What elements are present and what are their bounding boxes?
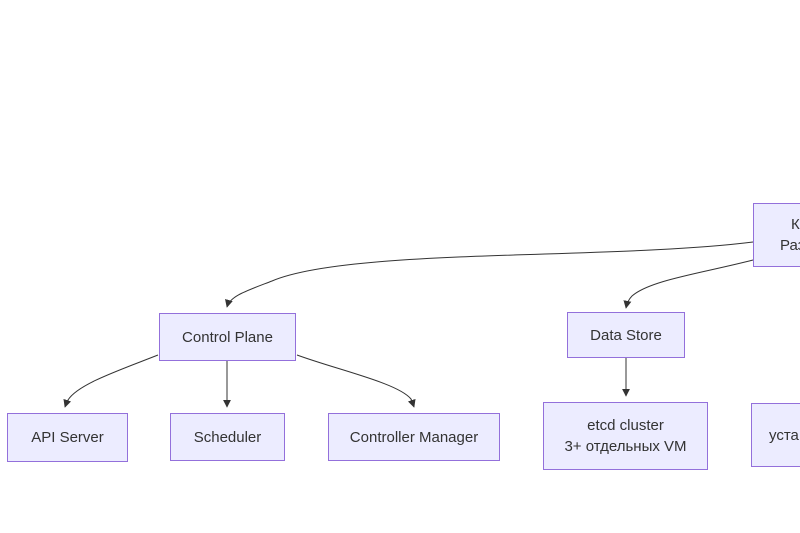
edge-root-to-control-plane — [225, 241, 754, 308]
edge-control-plane-to-api-server — [63, 354, 159, 408]
node-label: Control Plane — [182, 328, 273, 346]
node-label-line: 3+ отдельных VM — [564, 438, 687, 455]
node-label-line: etcd cluster — [587, 417, 664, 434]
node-etcd-cluster: etcd cluster 3+ отдельных VM — [543, 402, 708, 470]
node-label-line: Раз — [780, 237, 800, 254]
node-controller-manager: Controller Manager — [328, 413, 500, 461]
node-label-line: уста — [769, 426, 799, 444]
node-api-server: API Server — [7, 413, 128, 462]
node-right-clipped: уста — [751, 403, 800, 467]
node-scheduler: Scheduler — [170, 413, 285, 461]
node-data-store: Data Store — [567, 312, 685, 358]
node-label-line: К — [791, 216, 800, 233]
edge-root-to-data-store — [623, 259, 754, 309]
edge-control-plane-to-controller-manager — [296, 354, 416, 408]
node-label: API Server — [31, 429, 104, 446]
node-label: Data Store — [590, 326, 662, 344]
node-control-plane: Control Plane — [159, 313, 296, 361]
node-label: Controller Manager — [349, 428, 479, 446]
node-cluster-root: К Раз — [753, 203, 800, 267]
node-label: Scheduler — [193, 428, 262, 446]
